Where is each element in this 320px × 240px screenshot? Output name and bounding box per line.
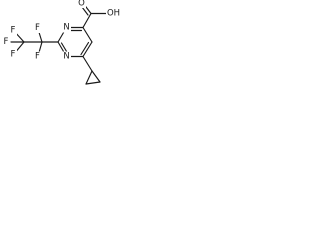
fluorine-cf2-top: F <box>35 23 40 33</box>
bond-cyclopropyl-a <box>85 70 93 85</box>
ring-nitrogen-upper: N <box>63 23 69 33</box>
cyclopropyl-group <box>82 55 101 85</box>
carbonyl-oxygen: O <box>78 0 85 9</box>
chemical-structure-diagram: N N O OH F F F F F <box>2 0 121 85</box>
atom-labels: N N O OH F F F F F <box>2 0 121 62</box>
ring-nitrogen-lower: N <box>63 52 69 62</box>
fluorine-cf2-bottom: F <box>35 52 40 62</box>
pentafluoroethyl-group <box>10 28 59 57</box>
fluorine-cf3-left: F <box>4 37 9 47</box>
bond-cyclopropyl-b <box>85 81 101 85</box>
bond-cyclopropyl-c <box>91 70 101 83</box>
fluorine-cf3-top: F <box>11 26 16 36</box>
bond-c4-c5 <box>82 26 93 43</box>
bond-c5-c6 <box>82 41 93 58</box>
bond-c6-cyclopropyl <box>82 55 93 72</box>
bond-c5-c6-double <box>80 41 90 56</box>
bond-c4-carboxyl <box>82 12 92 29</box>
bond-n1-c2-double <box>60 42 69 54</box>
fluorine-cf3-bottom: F <box>11 50 16 60</box>
hydroxyl-group: OH <box>107 9 120 19</box>
